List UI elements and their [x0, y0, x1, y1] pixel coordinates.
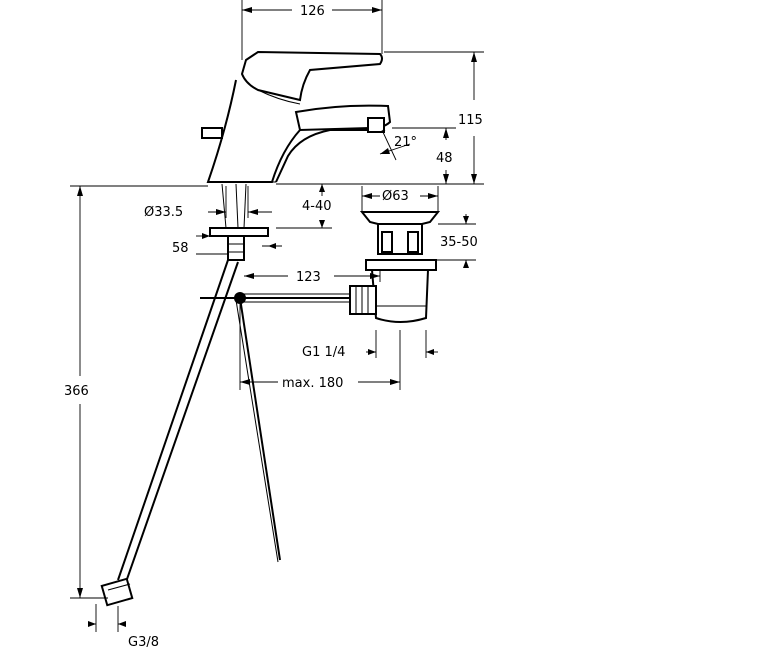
faucet-body	[201, 50, 392, 261]
supply-hose	[100, 259, 239, 607]
label-115: 115	[458, 113, 483, 128]
label-angle-21: 21°	[394, 135, 417, 150]
label-366: 366	[64, 384, 89, 399]
label-4-40: 4-40	[302, 199, 332, 214]
label-126: 126	[300, 4, 325, 19]
label-dia-33-5: Ø33.5	[144, 205, 183, 220]
label-g3-8: G3/8	[128, 635, 159, 650]
label-max-180: max. 180	[282, 376, 343, 391]
dimension-lines	[70, 0, 484, 632]
lever-handle	[240, 50, 383, 102]
label-dia-63: Ø63	[382, 189, 409, 204]
dimension-labels: 126 115 21° 48 Ø63 Ø33.5 4-40 35-50 58 1…	[64, 4, 483, 650]
popup-knob	[201, 127, 223, 139]
label-35-50: 35-50	[440, 235, 478, 250]
label-g1-1-4: G1 1/4	[302, 345, 345, 360]
hose-nut	[100, 577, 134, 607]
label-48: 48	[436, 151, 453, 166]
popup-rod	[200, 292, 360, 563]
label-123: 123	[296, 270, 321, 285]
label-58: 58	[172, 241, 189, 256]
drain-nut	[365, 259, 437, 271]
drain-body	[370, 269, 430, 323]
aerator	[367, 117, 385, 133]
mounting-plate	[209, 227, 269, 237]
drain-waste	[349, 211, 441, 323]
mounting-nut	[227, 235, 245, 261]
drain-flange	[359, 211, 441, 225]
drain-connector	[349, 285, 377, 315]
